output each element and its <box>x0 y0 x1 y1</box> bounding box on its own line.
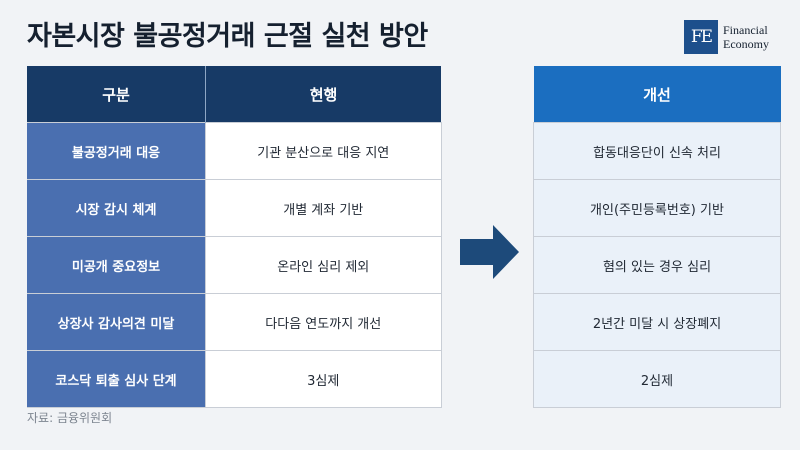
source-note: 자료: 금융위원회 <box>27 411 113 425</box>
table-row: 혐의 있는 경우 심리 <box>533 236 781 294</box>
table-row: 코스닥 퇴출 심사 단계 3심제 <box>27 350 442 408</box>
improvement-cell: 2심제 <box>533 350 781 408</box>
logo-line-1: Financial <box>723 23 768 37</box>
logo-line-2: Economy <box>723 37 769 51</box>
current-cell: 다다음 연도까지 개선 <box>205 293 442 351</box>
table-header-row: 구분 현행 <box>27 66 441 123</box>
table-row: 합동대응단이 신속 처리 <box>533 122 781 180</box>
table-row: 시장 감시 체계 개별 계좌 기반 <box>27 179 442 237</box>
current-cell: 3심제 <box>205 350 442 408</box>
table-row: 상장사 감사의견 미달 다다음 연도까지 개선 <box>27 293 442 351</box>
table-row: 미공개 중요정보 온라인 심리 제외 <box>27 236 442 294</box>
category-cell: 불공정거래 대응 <box>27 122 206 180</box>
improvement-cell: 혐의 있는 경우 심리 <box>533 236 781 294</box>
current-cell: 온라인 심리 제외 <box>205 236 442 294</box>
improvement-cell: 개인(주민등록번호) 기반 <box>533 179 781 237</box>
table-header-row: 개선 <box>533 66 781 123</box>
right-arrow-icon <box>460 225 519 279</box>
header-improvement: 개선 <box>533 66 781 123</box>
header-current: 현행 <box>205 66 441 123</box>
category-cell: 미공개 중요정보 <box>27 236 206 294</box>
current-status-table: 구분 현행 불공정거래 대응 기관 분산으로 대응 지연 시장 감시 체계 개별… <box>27 66 442 408</box>
header-category: 구분 <box>27 66 206 123</box>
category-cell: 상장사 감사의견 미달 <box>27 293 206 351</box>
table-row: 2년간 미달 시 상장폐지 <box>533 293 781 351</box>
category-cell: 코스닥 퇴출 심사 단계 <box>27 350 206 408</box>
table-row: 불공정거래 대응 기관 분산으로 대응 지연 <box>27 122 442 180</box>
financial-economy-logo: FE Financial Economy <box>684 20 769 54</box>
improvement-cell: 합동대응단이 신속 처리 <box>533 122 781 180</box>
fe-logo-icon: FE <box>684 20 718 54</box>
page-title: 자본시장 불공정거래 근절 실천 방안 <box>27 21 428 52</box>
improvement-cell: 2년간 미달 시 상장폐지 <box>533 293 781 351</box>
improvement-table: 개선 합동대응단이 신속 처리 개인(주민등록번호) 기반 혐의 있는 경우 심… <box>533 66 781 408</box>
current-cell: 개별 계좌 기반 <box>205 179 442 237</box>
current-cell: 기관 분산으로 대응 지연 <box>205 122 442 180</box>
table-row: 개인(주민등록번호) 기반 <box>533 179 781 237</box>
category-cell: 시장 감시 체계 <box>27 179 206 237</box>
table-row: 2심제 <box>533 350 781 408</box>
logo-text: Financial Economy <box>723 23 769 51</box>
